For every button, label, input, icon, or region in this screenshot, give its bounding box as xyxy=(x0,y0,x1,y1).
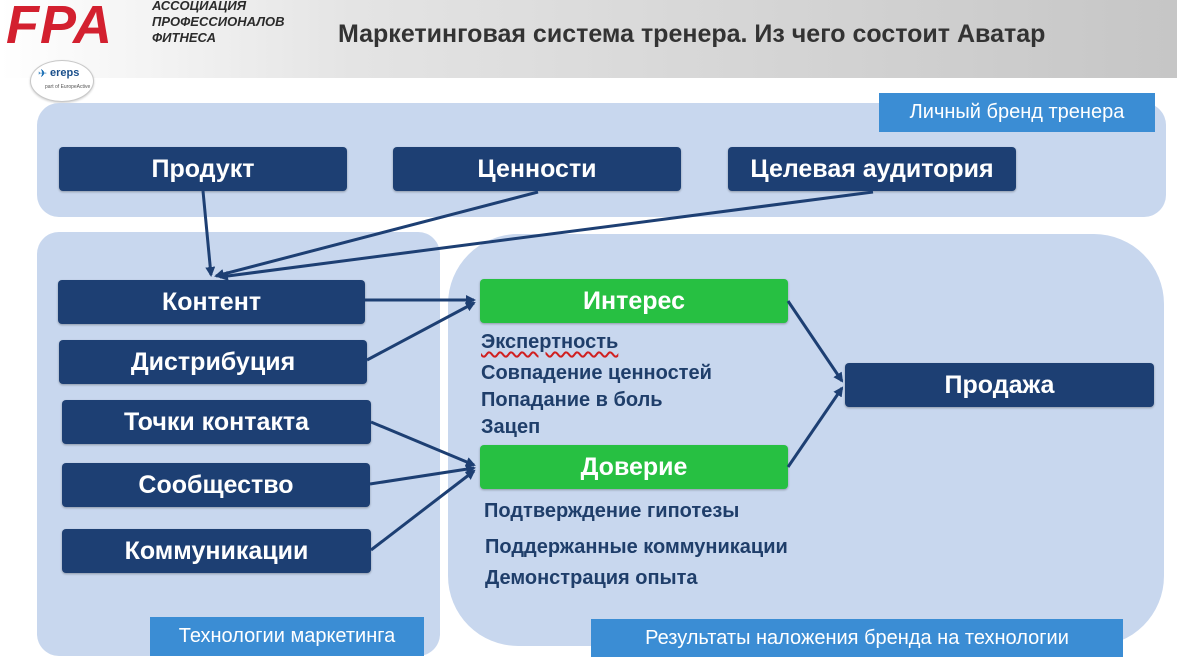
ereps-star-icon: ✈ xyxy=(38,68,48,80)
arrow-communications-trust xyxy=(370,469,476,552)
results-caption: Результаты наложения бренда на технологи… xyxy=(591,619,1123,657)
interest-item-hook: Зацеп xyxy=(481,416,541,438)
arrow-distribution-interest xyxy=(366,301,476,362)
trust-item-hypothesis: Подтверждение гипотезы xyxy=(484,500,740,522)
box-distribution: Дистрибуция xyxy=(59,340,367,384)
box-sale: Продажа xyxy=(845,363,1154,407)
box-community: Сообщество xyxy=(62,463,370,507)
ereps-logo: ✈ ereps part of EuropeActive xyxy=(30,60,94,102)
arrow-community-trust xyxy=(369,464,476,486)
interest-item-expertise: Экспертность xyxy=(481,331,619,353)
arrow-touchpoints-trust xyxy=(370,420,476,467)
box-target-audience: Целевая аудитория xyxy=(728,147,1016,191)
box-communications: Коммуникации xyxy=(62,529,371,573)
arrow-interest-sale xyxy=(786,300,844,383)
arrow-values-content xyxy=(214,190,539,279)
brand-caption: Личный бренд тренера xyxy=(879,93,1155,132)
arrow-audience-content xyxy=(218,190,874,281)
box-touchpoints: Точки контакта xyxy=(62,400,371,444)
trust-item-communications: Поддержанные коммуникации xyxy=(485,536,788,558)
box-product: Продукт xyxy=(59,147,347,191)
fpa-logo: FPA xyxy=(6,0,113,55)
box-content: Контент xyxy=(58,280,365,324)
interest-item-pain-point: Попадание в боль xyxy=(481,389,663,411)
box-interest: Интерес xyxy=(480,279,788,323)
page-title: Маркетинговая система тренера. Из чего с… xyxy=(338,20,1046,48)
interest-item-values-match: Совпадение ценностей xyxy=(481,362,712,384)
trust-item-experience: Демонстрация опыта xyxy=(485,567,698,589)
header-band xyxy=(0,0,1177,78)
box-trust: Доверие xyxy=(480,445,788,489)
arrow-product-content xyxy=(201,190,216,277)
tech-caption: Технологии маркетинга xyxy=(150,617,424,656)
association-name: АССОЦИАЦИЯ ПРОФЕССИОНАЛОВ ФИТНЕСА xyxy=(152,0,285,45)
box-values: Ценности xyxy=(393,147,681,191)
arrow-trust-sale xyxy=(786,386,844,468)
